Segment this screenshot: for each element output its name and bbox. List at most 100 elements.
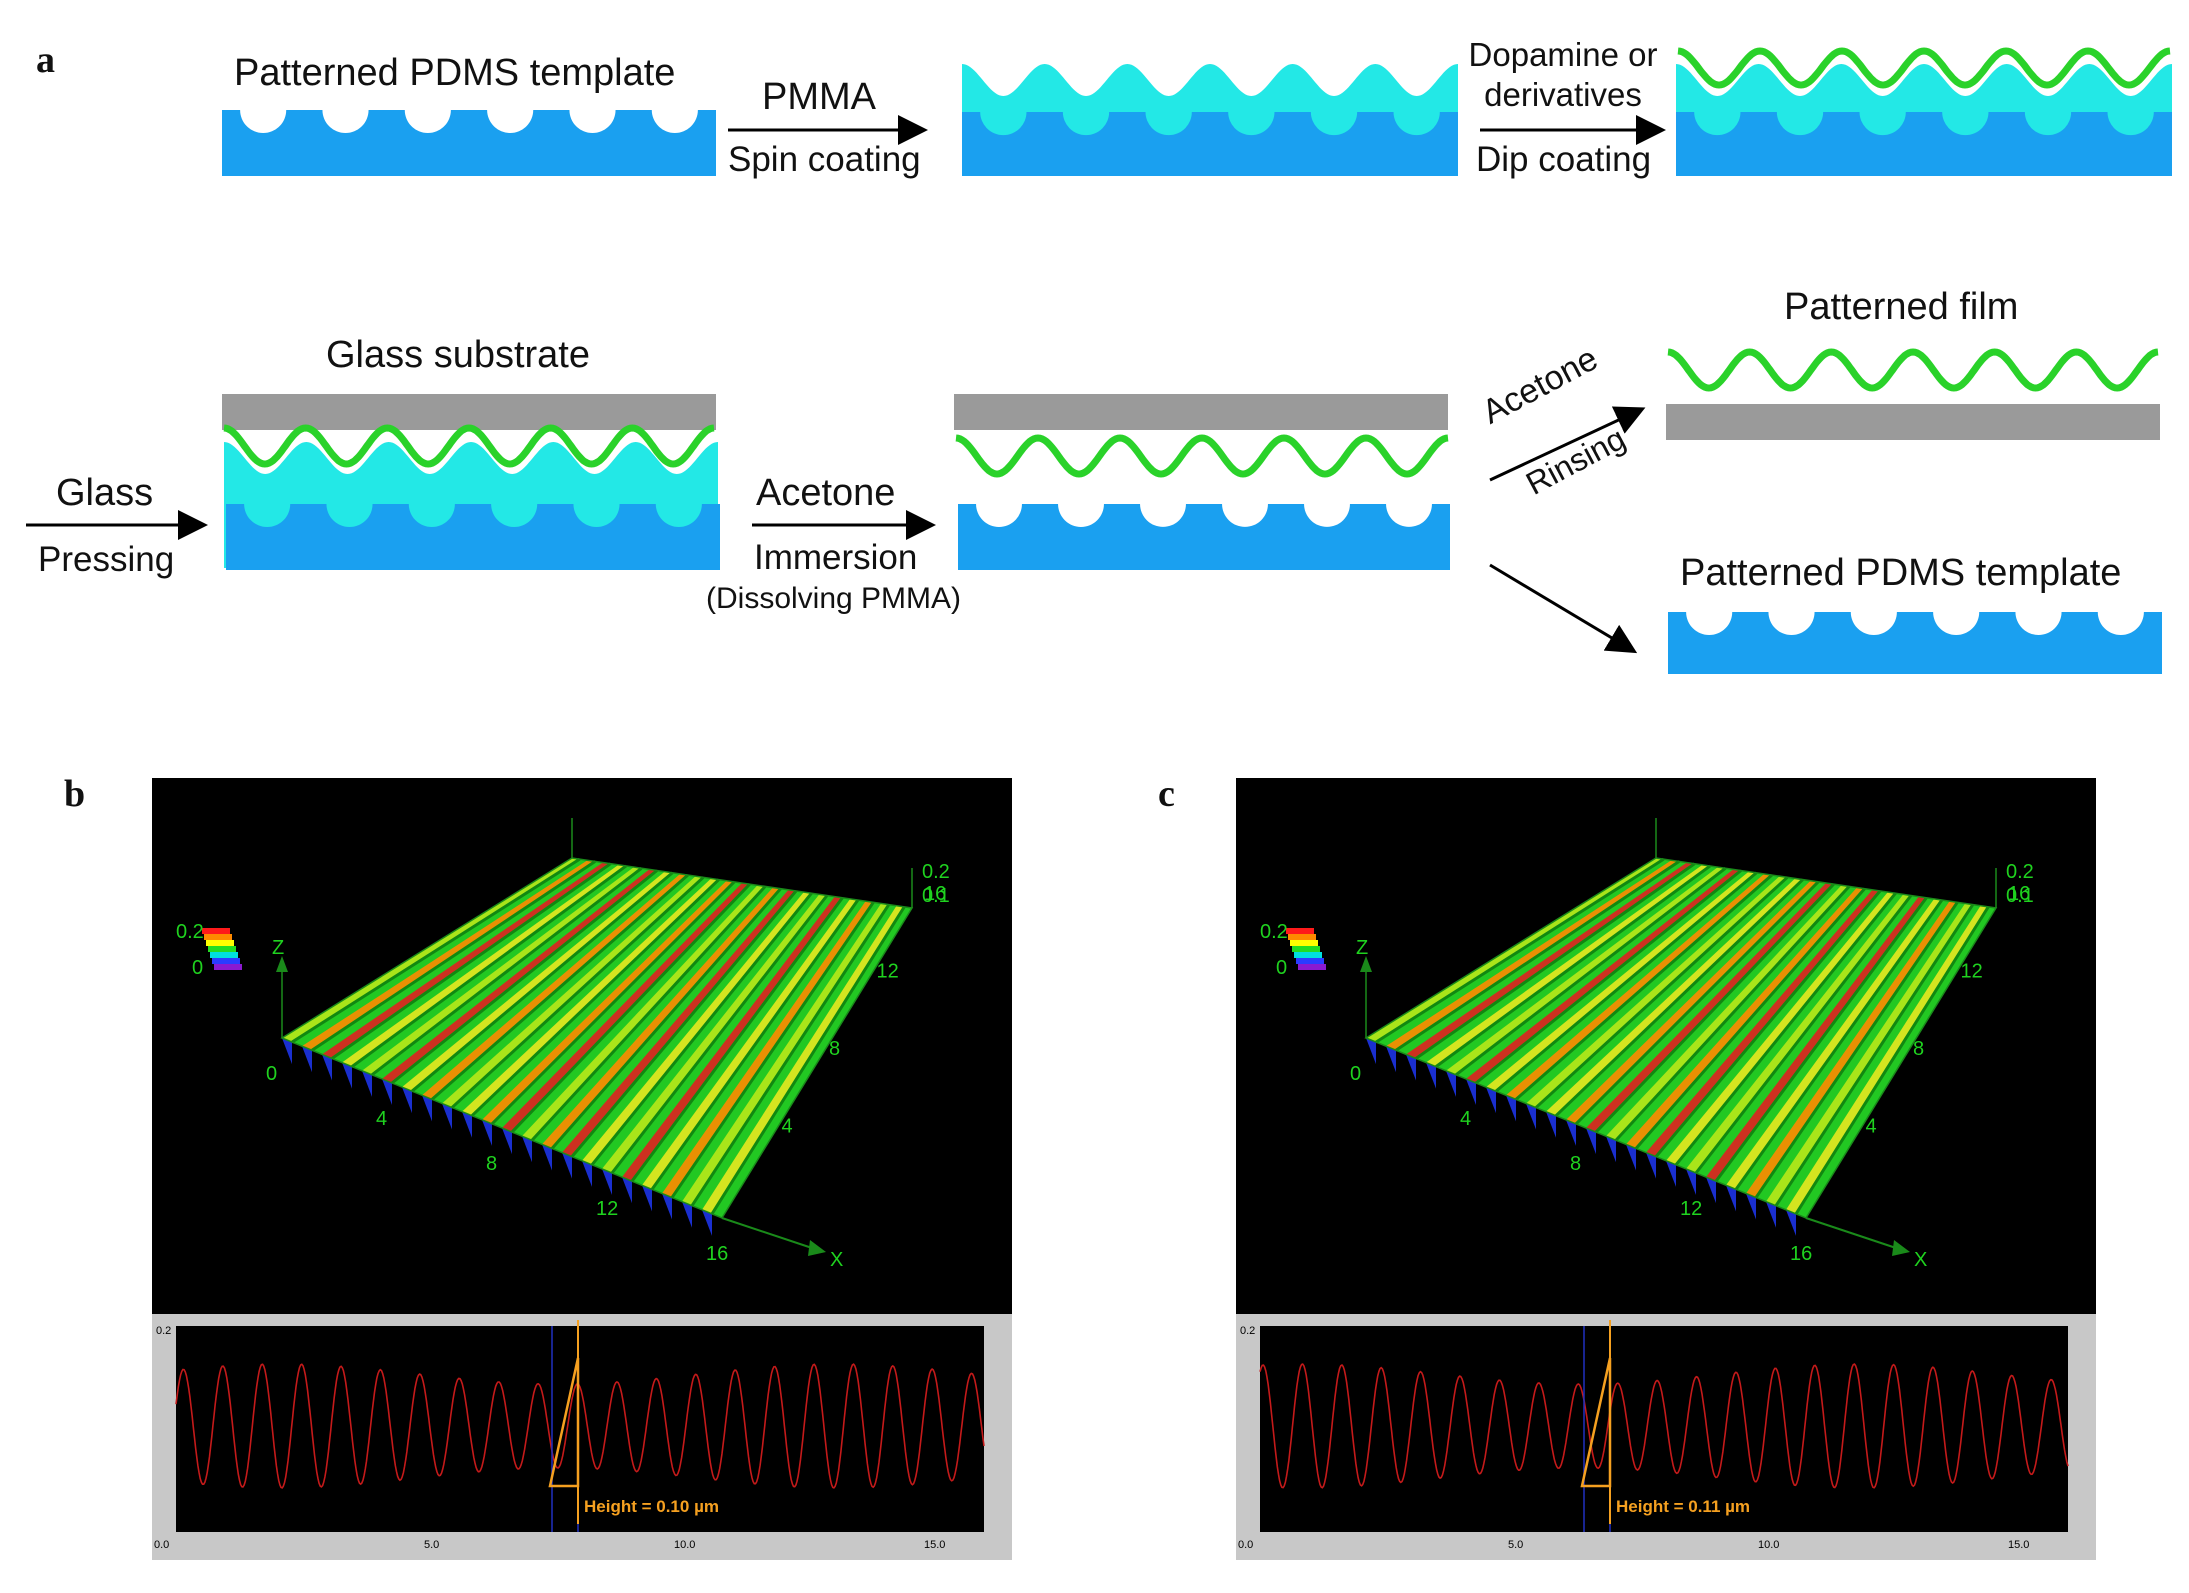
ridge-front-tooth (1746, 1193, 1756, 1220)
ridge-front-tooth (1766, 1201, 1776, 1228)
profile-x-tick: 10.0 (674, 1539, 695, 1551)
surface-ridge (442, 876, 704, 1108)
ridge-shadow (1574, 880, 1820, 1125)
color-scale-band (202, 928, 230, 934)
pdms-pmma-step2 (962, 64, 1458, 176)
film-line (1667, 348, 2159, 392)
film-line (223, 424, 715, 468)
ridge-front-tooth (1406, 1054, 1416, 1081)
arrow-template-recovery (1489, 563, 1638, 654)
x-axis-line (721, 1217, 813, 1249)
surface-ridge (1606, 885, 1850, 1141)
x-axis-arrow (808, 1240, 826, 1256)
surface-ridge (1586, 883, 1834, 1133)
surface-ridge (1366, 858, 1664, 1043)
surface-ridge (1626, 887, 1865, 1149)
ridge-front-tooth (302, 1046, 312, 1073)
ridge-shadow (1395, 860, 1681, 1052)
surface-ridge (282, 858, 580, 1043)
surface-ridge (1426, 864, 1711, 1067)
ridge-front-tooth (1386, 1046, 1396, 1073)
ridge-front-tooth (1586, 1128, 1596, 1155)
surface-ridge (502, 883, 750, 1133)
surface-ridge (482, 880, 735, 1124)
profile-plot-area (1260, 1326, 2068, 1532)
ridge-shadow (391, 869, 658, 1085)
pdms-block (962, 112, 1458, 176)
color-scale-min: 0 (1276, 957, 1287, 979)
after-immersion-stack (954, 394, 1450, 570)
profile-x-tick: 5.0 (424, 1539, 439, 1551)
height-label: Height = 0.11 µm (1616, 1497, 1750, 1516)
profile-x-tick: 15.0 (924, 1539, 945, 1551)
profile-origin: 0.0 (1238, 1539, 1253, 1551)
x-axis-label: X (1914, 1249, 1927, 1271)
color-scale-band (206, 940, 234, 946)
ridge-shadow (1415, 862, 1696, 1060)
color-scale-band (1290, 940, 1318, 946)
x-tick-label: 16 (1790, 1243, 1812, 1265)
ridge-front-tooth (282, 1038, 292, 1065)
pdms-block (226, 504, 720, 570)
x-tick-label: 0 (266, 1063, 277, 1085)
ridge-front-tooth (442, 1103, 452, 1130)
ridge-front-tooth (1366, 1038, 1376, 1065)
x-tick-label: 12 (596, 1198, 618, 1220)
surface-ridge (522, 885, 766, 1141)
ridge-front-tooth (1566, 1119, 1576, 1146)
surface-ridge (602, 894, 827, 1173)
surface-ridge (1466, 869, 1741, 1083)
surface-ridge (402, 871, 673, 1092)
ridge-shadow (1774, 903, 1975, 1207)
y-tick-label: 16 (924, 883, 946, 905)
surface-ridge (422, 873, 688, 1100)
patterned-film-result (1666, 348, 2160, 440)
surface-ridge (702, 905, 905, 1214)
x-tick-label: 0 (1350, 1063, 1361, 1085)
fabrication-schematic (26, 47, 2172, 674)
patterned-film-title: Patterned film (1784, 286, 2019, 328)
arrow-rinsing (1489, 406, 1646, 482)
acetone-label: Acetone (756, 472, 896, 514)
ridge-front-tooth (702, 1209, 712, 1236)
y-tick-label: 12 (877, 961, 899, 983)
surface-ridge (682, 903, 889, 1206)
glass-pressed-stack (222, 394, 720, 570)
x-tick-label: 4 (376, 1108, 387, 1130)
pdms-template-step1 (222, 110, 716, 176)
color-scale-band (210, 952, 238, 958)
surface-ridge (1786, 905, 1989, 1214)
ridge-shadow (470, 878, 720, 1117)
ridge-shadow (630, 896, 844, 1183)
ridge-front-tooth (1446, 1070, 1456, 1097)
glass-plate (954, 394, 1448, 430)
surface-ridge (362, 867, 642, 1075)
surface-ridge (1506, 873, 1772, 1100)
pdms-block (958, 504, 1450, 570)
z-axis-arrow (276, 956, 288, 972)
color-scale-max: 0.2 (1260, 921, 1288, 943)
surface-ridge (582, 892, 812, 1165)
ridge-front-tooth (1526, 1103, 1536, 1130)
ridge-front-tooth (682, 1201, 692, 1228)
x-axis-label: X (830, 1249, 843, 1271)
template-title-2: Patterned PDMS template (1680, 552, 2122, 594)
x-axis-arrow (1892, 1240, 1910, 1256)
ridge-shadow (1594, 883, 1835, 1134)
ridge-shadow (510, 883, 751, 1134)
ridge-front-tooth (1546, 1111, 1556, 1138)
template-title: Patterned PDMS template (234, 52, 676, 94)
ridge-shadow (690, 903, 891, 1207)
surface-ridge (622, 896, 843, 1182)
color-scale-max: 0.2 (176, 921, 204, 943)
ridge-front-tooth (1486, 1087, 1496, 1114)
ridge-front-tooth (482, 1119, 492, 1146)
glass-plate (1666, 404, 2160, 440)
surface-ridge (1766, 903, 1973, 1206)
ridge-front-tooth (1606, 1136, 1616, 1163)
